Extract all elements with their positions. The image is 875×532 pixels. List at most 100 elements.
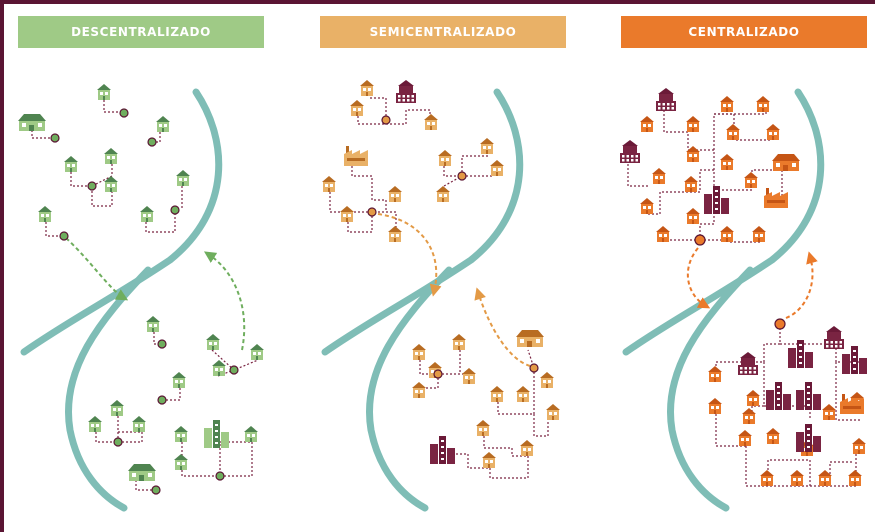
- house-descentralizado-5: [104, 176, 118, 192]
- house-centralizado-25: [760, 470, 774, 486]
- river-branch: [65, 266, 152, 512]
- house-semicentralizado-12: [412, 344, 426, 360]
- pipe-c-5: [714, 169, 783, 196]
- house-centralizado-20: [738, 430, 752, 446]
- house-centralizado-19: [708, 398, 722, 414]
- church-centralizado-1: [656, 88, 676, 111]
- house-semicentralizado-4: [480, 138, 494, 154]
- pipe-d-2: [152, 132, 161, 143]
- node-semicentralizado-2: [367, 207, 377, 217]
- header-label-descentralizado: DESCENTRALIZADO: [71, 25, 211, 39]
- house-semicentralizado-22: [520, 440, 534, 456]
- river-2: [321, 88, 524, 512]
- pipe-s-4: [329, 192, 372, 213]
- node-semicentralizado-3: [457, 171, 467, 181]
- pipe-d-11: [217, 369, 235, 377]
- pipe-d-5: [91, 164, 113, 187]
- pipe-d-6: [145, 210, 176, 233]
- pipe-d-15: [181, 441, 253, 477]
- house-descentralizado-1: [97, 84, 111, 100]
- house-descentralizado-14: [88, 416, 102, 432]
- pipe-d-12: [162, 388, 181, 401]
- house-descentralizado-18: [244, 426, 258, 442]
- factory-centralizado-1: [764, 188, 788, 208]
- pipe-c-4: [648, 169, 714, 215]
- node-semicentralizado-1: [381, 115, 391, 125]
- church-centralizado-3: [824, 326, 844, 349]
- church-semicentralizado-1: [396, 80, 416, 103]
- node-descentralizado-5: [170, 205, 180, 215]
- node-descentralizado-3: [147, 137, 157, 147]
- tower-centralizado-2: [788, 340, 813, 368]
- tower-centralizado-4: [766, 382, 791, 410]
- house-centralizado-24: [852, 438, 866, 454]
- church-centralizado-2: [620, 140, 640, 163]
- node-centralizado-1: [694, 234, 706, 246]
- house-semicentralizado-23: [482, 452, 496, 468]
- river-branch: [366, 266, 453, 512]
- arrows-layer: [65, 213, 818, 367]
- house-semicentralizado-7: [388, 186, 402, 202]
- house-semicentralizado-1: [360, 80, 374, 96]
- house-descentralizado-15: [110, 400, 124, 416]
- house-descentralizado-16: [132, 416, 146, 432]
- house-semicentralizado-21: [476, 420, 490, 436]
- node-descentralizado-2: [50, 133, 60, 143]
- node-semicentralizado-4: [433, 369, 443, 379]
- river-branch: [667, 266, 754, 512]
- tower-centralizado-5: [796, 382, 821, 410]
- pipe-s-16: [456, 453, 490, 469]
- house-descentralizado-6: [176, 170, 190, 186]
- arrow-semicentralizado-1: [377, 213, 442, 297]
- header-label-semicentralizado: SEMICENTRALIZADO: [369, 25, 517, 39]
- tower-centralizado-1: [704, 186, 729, 214]
- house-centralizado-29: [742, 408, 756, 424]
- pipe-c-15: [745, 446, 857, 487]
- house-semicentralizado-5: [438, 150, 452, 166]
- house-descentralizado-7: [38, 206, 52, 222]
- river-main: [622, 88, 825, 356]
- house-semicentralizado-20: [546, 404, 560, 420]
- house-semicentralizado-3: [424, 114, 438, 130]
- house-descentralizado-8: [140, 206, 154, 222]
- pipe-c-14: [835, 362, 860, 421]
- pipe-c-2: [714, 110, 767, 115]
- river-main: [321, 88, 524, 356]
- house-centralizado-15: [720, 226, 734, 242]
- house-centralizado-12: [640, 198, 654, 214]
- header-label-centralizado: CENTRALIZADO: [688, 25, 800, 39]
- arrow-descentralizado-1: [65, 237, 129, 301]
- pipe-d-1: [103, 100, 124, 113]
- tower-semicentralizado-1: [430, 436, 455, 464]
- house-semicentralizado-6: [490, 160, 504, 176]
- node-descentralizado-4: [87, 181, 97, 191]
- pipe-s-15: [489, 456, 529, 479]
- house-centralizado-18: [746, 390, 760, 406]
- house-centralizado-10: [684, 176, 698, 192]
- buildings-layer: [18, 80, 867, 486]
- pipe-s-5: [347, 211, 397, 242]
- pipe-s-12: [497, 349, 535, 415]
- house-descentralizado-11: [250, 344, 264, 360]
- pipe-d-8: [45, 222, 64, 237]
- house-descentralizado-9: [146, 316, 160, 332]
- pipe-c-17: [829, 461, 852, 486]
- house-centralizado-5: [726, 124, 740, 140]
- node-descentralizado-9: [157, 395, 167, 405]
- header-semicentralizado: SEMICENTRALIZADO: [320, 16, 566, 48]
- house-descentralizado-17: [174, 426, 188, 442]
- factory-centralizado-2: [840, 394, 864, 414]
- header-descentralizado: DESCENTRALIZADO: [18, 16, 264, 48]
- node-descentralizado-10: [113, 437, 123, 447]
- arrow-centralizado-2: [785, 251, 818, 319]
- bighouse-semicentralizado-1: [516, 330, 544, 347]
- pipe-c-8: [627, 159, 648, 187]
- factory-semicentralizado-1: [344, 146, 368, 166]
- nodes-layer: [50, 108, 786, 495]
- house-descentralizado-19: [174, 454, 188, 470]
- node-semicentralizado-5: [529, 363, 539, 373]
- house-descentralizado-2: [156, 116, 170, 132]
- house-semicentralizado-11: [388, 226, 402, 242]
